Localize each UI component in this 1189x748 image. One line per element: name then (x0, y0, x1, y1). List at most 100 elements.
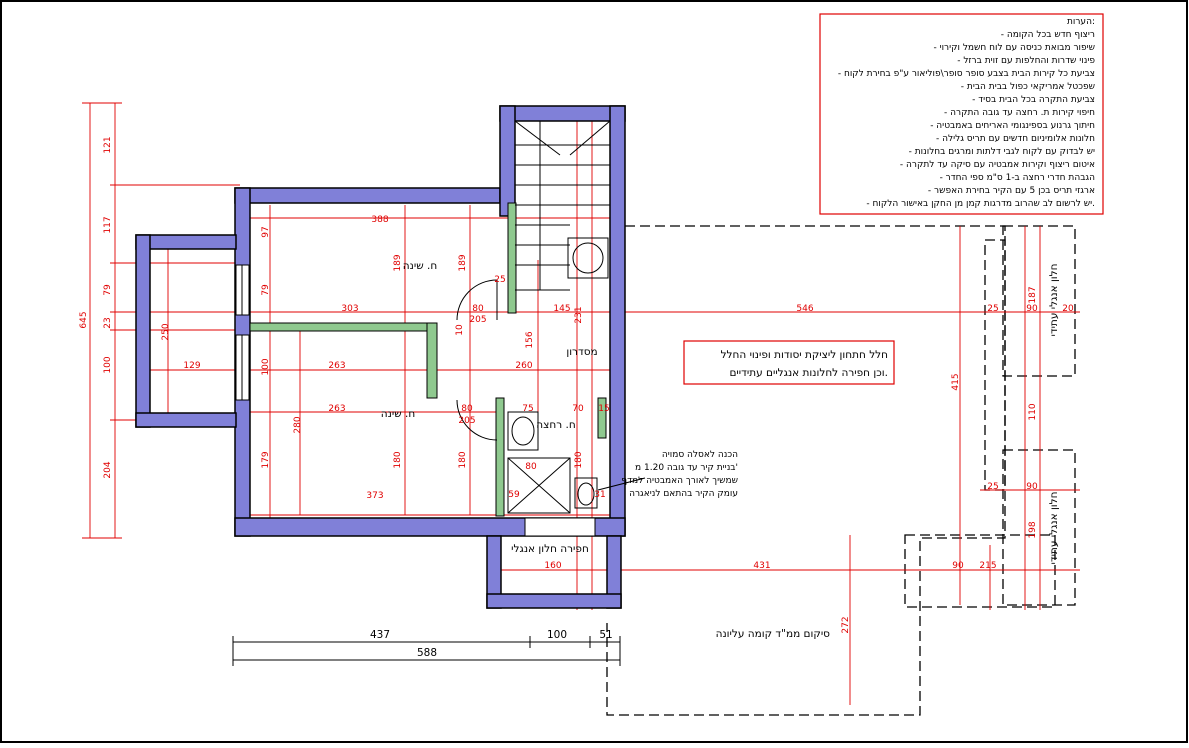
space-annotation-line2: וכן חפירה לחלונות אנגליים עתידיים. (729, 367, 888, 379)
dim-label: 121 (103, 136, 113, 153)
dim-label: 100 (103, 356, 113, 373)
bathroom-label: ח. רחצה (536, 419, 575, 431)
dim-label: 437 (370, 629, 390, 641)
dim-label: 90 (952, 561, 964, 571)
dim-label: 546 (796, 304, 813, 314)
notes-box: הערות: - ריצוף חדש בכל הקומה - שיפור מבו… (819, 13, 1104, 215)
dim-label: 205 (458, 416, 475, 426)
dim-label: 588 (417, 647, 437, 659)
dim-label: 189 (458, 254, 468, 271)
dim-label: 25 (987, 482, 998, 492)
dim-label: 160 (544, 561, 561, 571)
dim-label: 263 (328, 361, 345, 371)
notes-item: - הגבהת חדרי רחצה ב-1 ס"מ ספי החדר (940, 173, 1096, 183)
bedroom2-label: ח. שינה (381, 408, 415, 420)
shower (507, 457, 571, 514)
dim-label: 303 (341, 304, 358, 314)
door-swing-1 (456, 279, 498, 321)
dim-label: 260 (515, 361, 532, 371)
dim-label: 187 (1028, 286, 1038, 303)
toilet-note-4: עומק הקיר בהתאם לניאגרה (629, 489, 738, 499)
dim-label: 31 (594, 490, 605, 500)
english-window-1-label: חלון אנגלי עתידי (1048, 264, 1060, 337)
toilet-note-1: הכנה לאסלה סמויה (662, 450, 738, 460)
english-window-3-outline (904, 534, 1056, 608)
dim-label: 280 (293, 416, 303, 433)
dim-label: 145 (553, 304, 570, 314)
dim-label: 179 (261, 451, 271, 468)
windows (235, 264, 596, 537)
future-wall-dashed (984, 239, 1006, 491)
partition-wall (249, 322, 436, 332)
annotations: חלל חתחון ליציקת יסודות ופינוי החלל וכן … (621, 340, 895, 640)
future-space-outline (606, 225, 1076, 716)
dim-label: 215 (979, 561, 996, 571)
dim-label: 388 (371, 215, 388, 225)
partition-wall-v (426, 322, 438, 399)
room-labels: ח. שינה מסדרון ח. שינה ח. רחצה חפירה חלו… (381, 260, 1060, 565)
wall-stair-top (499, 105, 626, 122)
notes-item: - חיתוך גרנוע בספינגומי האריחים באמבטיה (930, 121, 1095, 131)
well-bottom (486, 593, 622, 609)
notes-item: - חיפוי קירות ת. רחצה עד גובה התקרה (944, 108, 1095, 118)
heater (567, 237, 609, 279)
dim-label: 75 (522, 404, 533, 414)
notes-item: - ריצוף חדש בכל הקומה (1001, 30, 1095, 40)
dim-label: 80 (525, 462, 537, 472)
dim-label: 272 (841, 616, 851, 633)
english-window-2-label: חלון אנגלי עתידי (1048, 492, 1060, 565)
hall-label: מסדרון (566, 346, 597, 358)
space-annotation-box (683, 340, 895, 385)
stair-wall (507, 202, 517, 314)
annex-left (135, 234, 151, 428)
notes-item: - שפכטל אמריקאי כפול בבית הבית (961, 82, 1095, 92)
notes-item: - חלונות אלומיניום חדשים עם תריס גלילה (936, 134, 1095, 144)
dim-label: 263 (328, 404, 345, 414)
notes-item: - יש לבדוק עם לקוח לגבי דלתות ומרגים בחל… (909, 147, 1095, 157)
toilet-leader (597, 477, 646, 491)
notes-title: הערות: (1067, 17, 1095, 27)
notes-item: - איטום ריצוף וקירות אמבטיה עם סיקה עד ל… (900, 160, 1095, 170)
dim-label: 250 (161, 323, 171, 340)
dim-label: 25 (494, 275, 505, 285)
dim-label: 20 (1062, 304, 1074, 314)
dim-label: 10 (455, 324, 465, 336)
doors (456, 279, 498, 441)
dim-label: 79 (261, 284, 271, 296)
dim-label: 180 (458, 451, 468, 468)
dim-label: 180 (393, 451, 403, 468)
wall-right (609, 105, 626, 537)
wall-top-left (234, 187, 501, 204)
upper-floor-note: סיקום ממ"ד קומה עליונה (716, 628, 831, 640)
dim-label: 79 (103, 284, 113, 296)
dim-label: 204 (103, 461, 113, 478)
dim-label: 80 (461, 404, 473, 414)
toilet-note-2: בניית קיר עד גובה 1.20 מ' (635, 463, 738, 473)
notes-item: - שיפור מבואת כניסה עם לוח חשמל וקירוי (933, 43, 1095, 53)
bathroom-fixtures (507, 411, 598, 514)
staircase (514, 120, 611, 291)
annex-top (135, 234, 237, 250)
space-annotation-line1: חלל חתחון ליציקת יסודות ופינוי החלל (721, 349, 888, 361)
dim-label: 23 (103, 317, 113, 328)
dim-label: 189 (393, 254, 403, 271)
bath-wall-r (597, 397, 607, 439)
overall-dimensions (232, 636, 621, 666)
dim-label: 198 (1028, 521, 1038, 538)
dim-label: 117 (103, 216, 113, 233)
bedroom-label: ח. שינה (403, 260, 437, 272)
dim-label: 70 (572, 404, 584, 414)
dim-label: 231 (574, 306, 584, 323)
dim-label: 51 (599, 629, 612, 641)
dim-label: 180 (574, 451, 584, 468)
window-well-label: חפירה חלון אנגלי (511, 543, 589, 555)
notes-item: - צביעת כל קירות הבית בצבע סופר סופר\פול… (838, 69, 1095, 79)
dim-label: 100 (547, 629, 567, 641)
bath-wall (495, 397, 505, 517)
dim-label: 90 (1026, 482, 1038, 492)
dim-label: 415 (951, 373, 961, 390)
dim-label: 25 (987, 304, 998, 314)
